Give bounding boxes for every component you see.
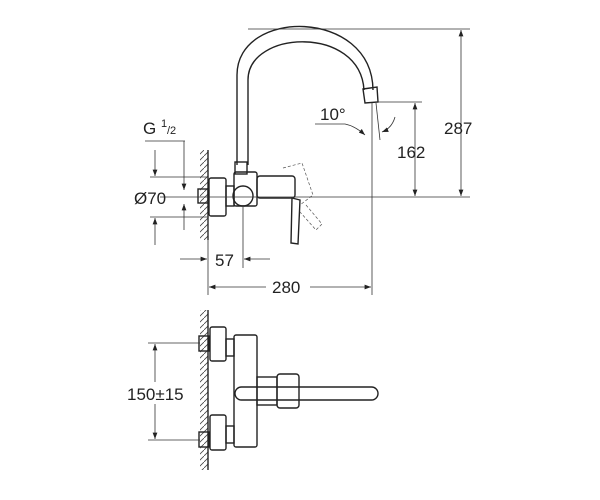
lever bbox=[290, 197, 301, 245]
label-287: 287 bbox=[444, 119, 472, 138]
label-150: 150±15 bbox=[127, 385, 184, 404]
label-angle: 10° bbox=[320, 105, 346, 124]
label-thread-den: /2 bbox=[167, 125, 176, 137]
aerator bbox=[362, 86, 379, 104]
wall-hatch bbox=[200, 310, 208, 470]
body bbox=[233, 171, 258, 207]
lever-housing bbox=[256, 175, 296, 199]
body bbox=[233, 334, 258, 448]
side-view: 287 162 10° G 1 /2 Ø70 57 280 bbox=[134, 25, 472, 297]
body-knob bbox=[232, 185, 254, 207]
top-view: 150±15 bbox=[125, 310, 379, 470]
label-162: 162 bbox=[397, 143, 425, 162]
spout-ring bbox=[234, 161, 248, 175]
label-diameter: Ø70 bbox=[134, 189, 166, 208]
spout-outer bbox=[236, 25, 374, 165]
label-thread: G bbox=[143, 119, 156, 138]
label-57: 57 bbox=[215, 251, 234, 270]
lever-alt-position bbox=[282, 162, 323, 231]
lever bbox=[234, 386, 379, 401]
label-280: 280 bbox=[272, 278, 300, 297]
label-thread-num: 1 bbox=[161, 118, 167, 130]
spout-inner bbox=[247, 41, 365, 165]
nut bbox=[197, 188, 209, 204]
wall-hatch bbox=[200, 150, 208, 240]
